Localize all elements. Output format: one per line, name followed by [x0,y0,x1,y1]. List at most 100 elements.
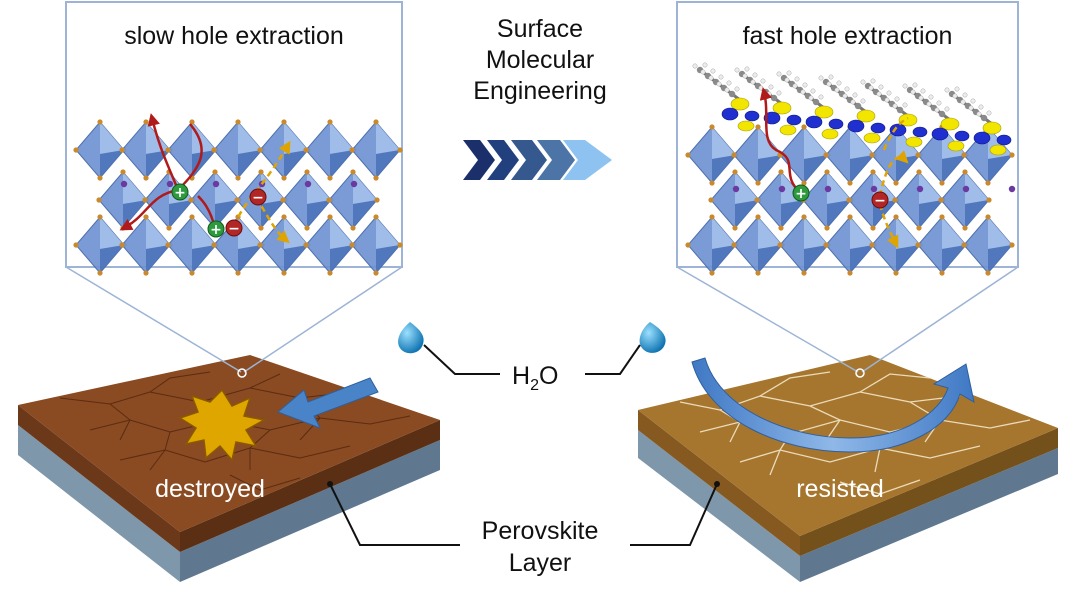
halide-atom [961,242,967,248]
orbital-lobe-blue [954,130,970,142]
octahedron [167,216,217,274]
halide-atom [732,225,738,231]
halide-atom [373,119,379,125]
right-substrate-side [800,448,1058,582]
cation-atom [120,180,128,188]
cation-atom [304,180,312,188]
cation-atom [916,185,924,193]
left-electron-carrier-b: − [249,188,267,206]
halide-atom [327,214,333,220]
halide-atom [143,175,149,181]
halide-atom [280,197,286,203]
layer-label-line-2: Layer [508,549,572,577]
octahedron [963,216,1013,274]
orbital-lobe-blue [847,119,865,133]
left-inset-title: slow hole extraction [124,22,344,50]
left-layer-side [180,420,440,552]
halide-atom [211,242,217,248]
octahedron [825,126,875,184]
octahedron [917,216,967,274]
halide-atom [1009,242,1015,248]
halide-atom [847,180,853,186]
orbital-lobe-blue [889,123,907,137]
left-inset-anchor [237,368,247,378]
right-octahedral-lattice [685,124,1016,276]
halide-atom [824,225,830,231]
octahedron [351,121,401,179]
halide-atom [189,214,195,220]
water-formula-subscript: 2 [530,377,539,394]
alkyl-chain [944,86,993,126]
halide-atom [235,119,241,125]
left-inset: + + − − [65,1,403,378]
cation-atom [166,180,174,188]
halide-atom [892,197,898,203]
halide-atom [119,242,125,248]
halide-atom [188,197,194,203]
halide-atom [1009,152,1015,158]
halide-atom [142,197,148,203]
halide-atom [869,152,875,158]
orbital-lobe-blue [786,114,802,126]
cation-atom [870,185,878,193]
octahedron [213,216,263,274]
octahedron [825,216,875,274]
halide-atom [985,180,991,186]
halide-atom [258,225,264,231]
halide-atom [211,147,217,153]
halide-atom [327,270,333,276]
left-substrate-side [180,440,440,582]
halide-atom [235,270,241,276]
halide-atom [189,270,195,276]
right-perovskite-slab [638,355,1058,582]
halide-atom [73,242,79,248]
right-hole-carrier: + [792,184,810,202]
halide-atom [235,175,241,181]
octahedron [121,216,171,274]
svg-text:+: + [174,185,186,201]
right-substrate-front [638,430,800,582]
halide-atom [373,214,379,220]
right-inset-title: fast hole extraction [742,22,953,50]
orbital-lobe-blue [931,127,949,141]
octahedron [733,216,783,274]
orbital-lobe-yellow [940,117,960,131]
octahedron [351,216,401,274]
halide-atom [349,242,355,248]
svg-text:+: + [795,186,807,202]
orbital-lobe-yellow [856,109,876,123]
halide-atom [755,180,761,186]
halide-atom [327,175,333,181]
halide-atom [397,147,403,153]
orbital-lobe-yellow [982,121,1002,135]
halide-atom [257,242,263,248]
cation-atom [212,180,220,188]
layer-label-line-1: Perovskite [481,517,599,545]
halide-atom [939,214,945,220]
halide-atom [962,169,968,175]
left-inset-leader-b [243,266,403,373]
cation-atom [732,185,740,193]
cation-atom [778,185,786,193]
right-electron-path-top [882,116,909,151]
halide-atom [732,169,738,175]
orbital-lobe-yellow [989,144,1007,156]
alkyl-chain [902,82,951,122]
octahedron [98,171,148,229]
cation-atom [350,180,358,188]
engineering-chevron-arrow [463,140,612,180]
halide-atom [962,225,968,231]
left-hole-path-wander [177,123,203,191]
surface-molecule-layer [692,62,1012,156]
layer-right-pointer [714,481,720,487]
octahedron [687,216,737,274]
halide-atom [847,214,853,220]
right-inset-leader-a [676,266,859,373]
orbital-lobe-blue [744,110,760,122]
halide-atom [97,270,103,276]
halide-atom [709,180,715,186]
octahedron [305,121,355,179]
halide-atom [304,225,310,231]
halide-atom [915,152,921,158]
